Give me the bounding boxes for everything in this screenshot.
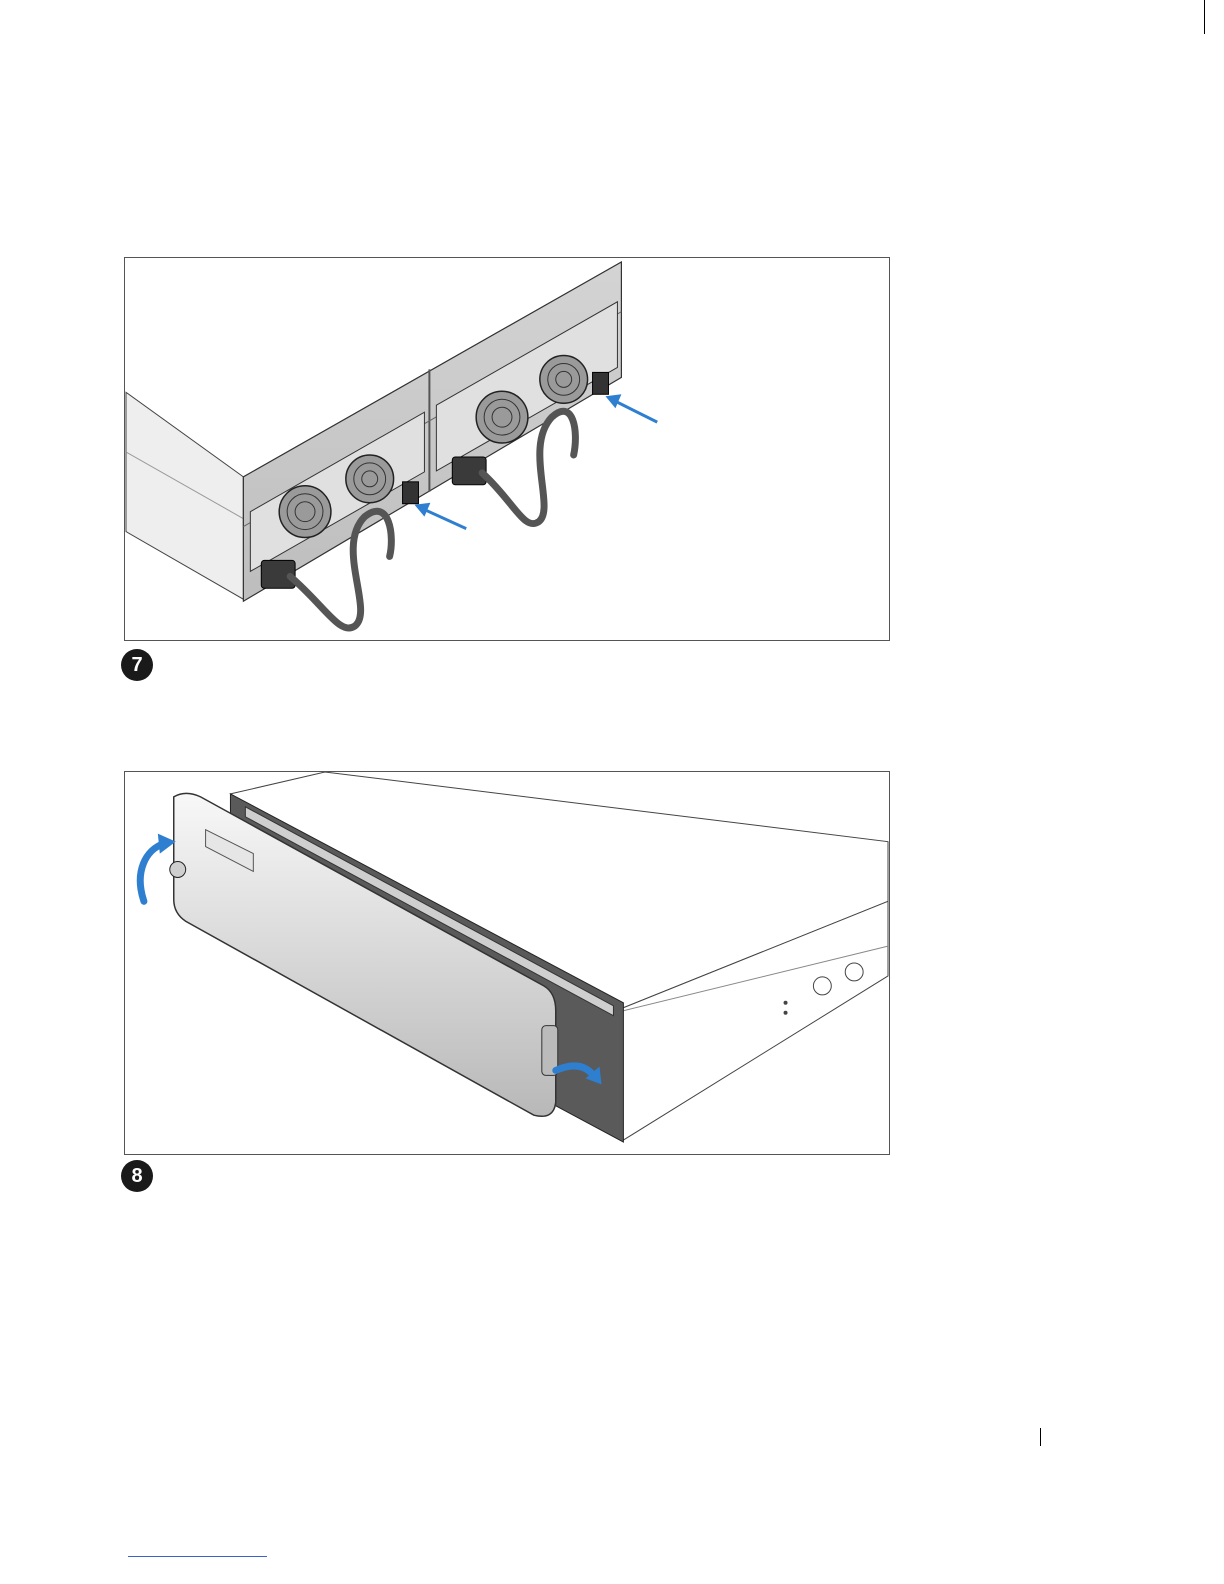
enclosure-chassis xyxy=(126,262,621,601)
arrow-icon-power-switch-right xyxy=(605,394,657,422)
header-margin-rule xyxy=(1204,0,1205,34)
power-switch-right[interactable] xyxy=(593,372,609,394)
footer-rule xyxy=(128,1556,267,1557)
bezel-lock-icon[interactable] xyxy=(170,862,186,878)
page-number-separator xyxy=(1040,1428,1041,1446)
figure-step-8-illustration xyxy=(124,771,890,1155)
step-number-badge: 8 xyxy=(121,1160,153,1192)
figure-step-7-illustration xyxy=(124,257,890,641)
arrow-icon-power-switch-left xyxy=(414,503,466,529)
power-switch-left[interactable] xyxy=(403,482,419,504)
step-number-badge: 7 xyxy=(121,649,153,681)
